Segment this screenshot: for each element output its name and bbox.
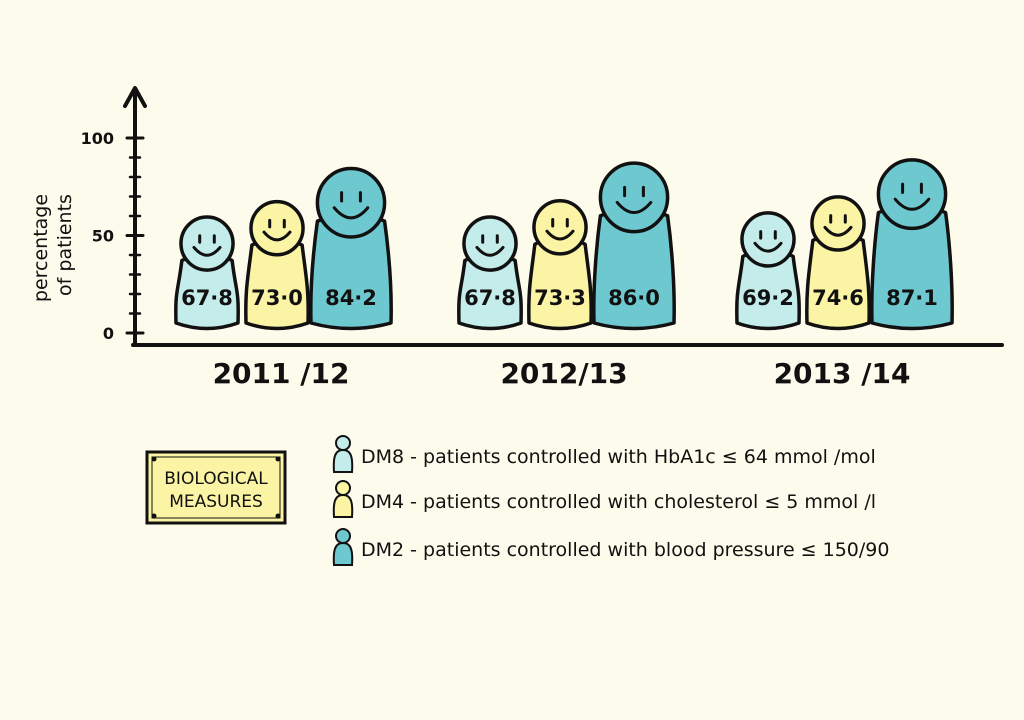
legend-swatch — [332, 541, 354, 566]
legend-swatch-head — [335, 480, 351, 496]
legend-item: DM8 - patients controlled with HbA1c ≤ 6… — [332, 435, 876, 473]
bar-figure-head — [740, 211, 796, 268]
legend-swatch — [332, 448, 354, 473]
bar-figure-head — [598, 161, 670, 234]
screw-dot — [151, 513, 157, 519]
figure-group: 74·6 — [805, 195, 871, 331]
bar-figure-head — [179, 215, 235, 272]
legend-swatch — [332, 493, 354, 518]
smile-icon — [893, 197, 931, 211]
legend-box-inner — [151, 456, 281, 519]
minor-ticks — [128, 156, 142, 315]
y-axis-label-line-2: of patients — [54, 194, 76, 296]
bar-figure-body — [527, 235, 593, 331]
smile-icon — [615, 200, 653, 215]
axes — [123, 86, 1004, 347]
y-axis-label-line-1: percentage — [30, 194, 52, 302]
figure-group: 87·1 — [870, 158, 954, 331]
legend-box-rect — [145, 450, 287, 525]
y-tick-labels: 0 50 100 — [81, 129, 145, 343]
bar-figure-head — [810, 195, 866, 252]
data-label: 87·1 — [886, 286, 938, 310]
y-tick-label: 100 — [81, 129, 114, 148]
figure-group: 84·2 — [309, 166, 393, 331]
smile-icon — [192, 245, 222, 257]
figure-group: 69·2 — [735, 211, 801, 331]
legend: DM8 - patients controlled with HbA1c ≤ 6… — [332, 435, 889, 566]
x-tick-label: 2013 /14 — [774, 357, 911, 390]
bar-figure-body — [870, 203, 954, 331]
bar-figure-body — [309, 212, 393, 331]
bar-figure-body — [735, 247, 801, 331]
data-label: 86·0 — [608, 286, 660, 310]
y-axis-label: percentage of patients — [30, 188, 76, 302]
smile-icon — [332, 206, 370, 220]
bar-figure-head — [532, 198, 588, 256]
bar-figure-body — [457, 251, 523, 331]
data-label: 84·2 — [325, 286, 377, 310]
legend-swatch-head — [335, 528, 351, 544]
figure-group: 67·8 — [174, 215, 240, 331]
legend-label: DM4 - patients controlled with cholester… — [361, 491, 876, 513]
bar-figure-head — [315, 166, 387, 239]
screw-dot — [151, 456, 157, 462]
legend-swatch-head — [335, 435, 351, 451]
smile-icon — [475, 245, 505, 257]
bar-figures: 67·8 73·0 84·2 67·8 73·3 86·0 69·2 74·6 87·1 — [174, 158, 954, 331]
legend-label: DM8 - patients controlled with HbA1c ≤ 6… — [361, 446, 876, 468]
smile-icon — [545, 229, 575, 241]
smile-icon — [262, 230, 292, 242]
data-label: 73·0 — [251, 286, 303, 310]
data-label: 73·3 — [534, 286, 586, 310]
bar-figure-head — [462, 215, 518, 272]
data-label: 67·8 — [181, 286, 233, 310]
data-label: 69·2 — [742, 286, 794, 310]
y-tick-label: 0 — [103, 324, 114, 343]
bar-figure-head — [249, 199, 305, 257]
bar-figure-body — [805, 231, 871, 331]
figure-group: 67·8 — [457, 215, 523, 331]
screw-dot — [275, 456, 281, 462]
figure-group: 73·3 — [527, 198, 593, 331]
figure-group: 86·0 — [592, 161, 676, 331]
y-axis-arrow — [123, 86, 147, 108]
x-tick-label: 2011 /12 — [213, 357, 350, 390]
smile-icon — [753, 241, 783, 253]
bar-figure-body — [174, 251, 240, 331]
bar-figure-body — [244, 236, 310, 331]
y-tick-label: 50 — [92, 227, 114, 246]
legend-item: DM2 - patients controlled with blood pre… — [332, 528, 889, 566]
data-label: 67·8 — [464, 286, 516, 310]
bar-figure-head — [876, 158, 948, 231]
data-label: 74·6 — [812, 286, 864, 310]
legend-item: DM4 - patients controlled with cholester… — [332, 480, 876, 518]
legend-label: DM2 - patients controlled with blood pre… — [361, 539, 889, 561]
category-labels: 2011 /12 2012/13 2013 /14 — [213, 357, 911, 390]
legend-box-line-1: BIOLOGICAL — [164, 469, 268, 489]
smile-icon — [823, 225, 853, 237]
biological-measures-box: BIOLOGICAL MEASURES — [145, 450, 287, 525]
screw-dot — [275, 513, 281, 519]
x-tick-label: 2012/13 — [500, 357, 627, 390]
bar-figure-body — [592, 207, 676, 331]
figure-group: 73·0 — [244, 199, 310, 331]
legend-box-line-2: MEASURES — [169, 492, 263, 512]
